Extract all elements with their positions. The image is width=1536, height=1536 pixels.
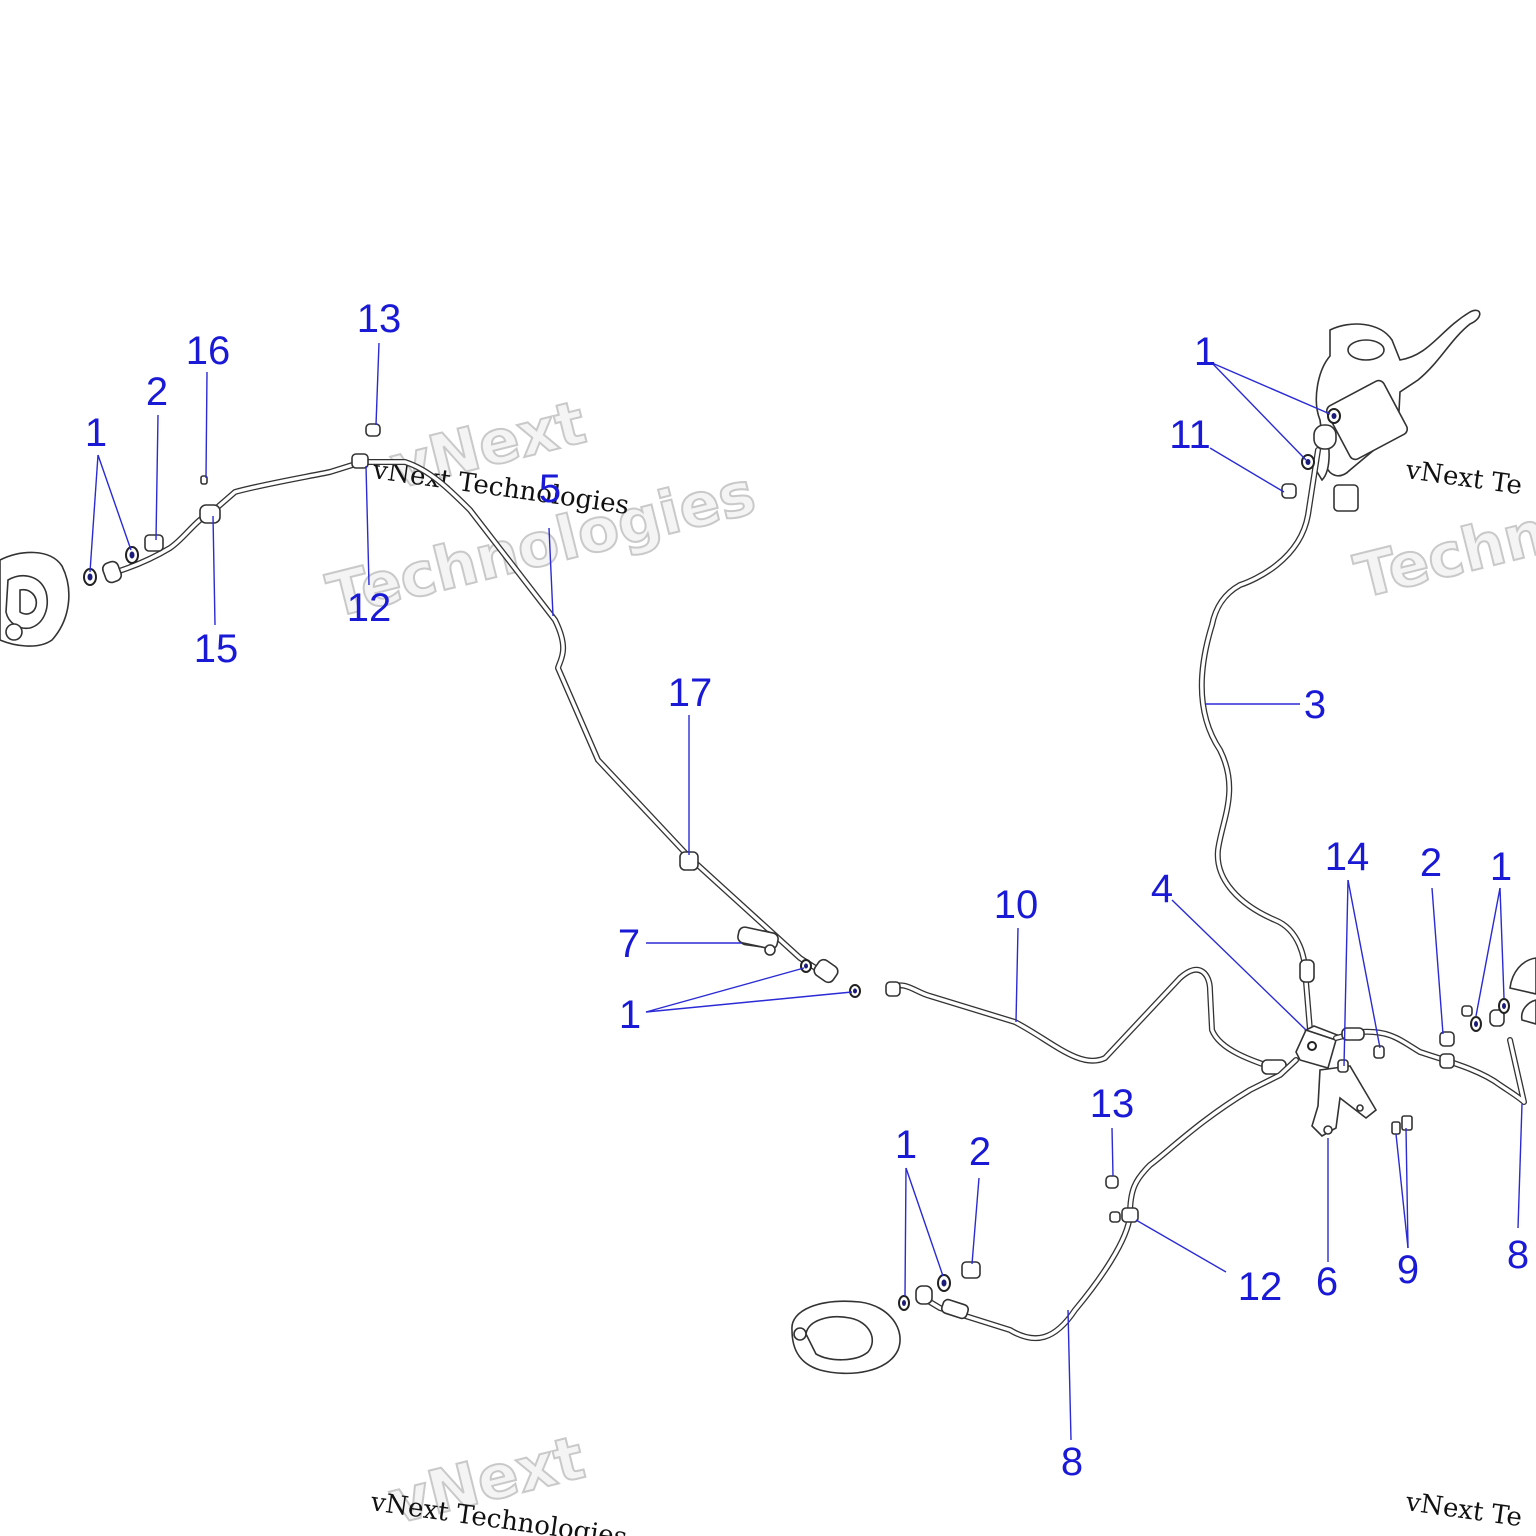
callout-1: 1 [1194, 330, 1216, 374]
callout-1: 1 [1490, 845, 1512, 889]
brake-line-10 [885, 966, 1287, 1075]
brake-line-8-lower [915, 1057, 1299, 1342]
washers-right [1337, 998, 1510, 1073]
callout-12: 12 [347, 586, 392, 630]
washers-lower [898, 1261, 981, 1311]
callout-2: 2 [146, 370, 168, 414]
callout-10: 10 [994, 883, 1039, 927]
callout-14: 14 [1325, 835, 1370, 879]
washers-upper-left [83, 546, 861, 998]
watermark-line-partial: vNext Te [1403, 455, 1524, 501]
brake-caliper-lower [791, 1300, 901, 1375]
callout-6: 6 [1316, 1260, 1338, 1304]
callout-13: 13 [357, 297, 402, 341]
callout-labels: 1 2 16 13 5 12 15 17 7 1 1 11 3 10 4 14 … [85, 297, 1529, 1484]
callout-12: 12 [1238, 1265, 1283, 1309]
watermark-lower-left: vNext vNext Technologies [368, 1422, 629, 1536]
watermark-lower-right: vNext Te [1403, 1487, 1524, 1533]
callout-1: 1 [619, 993, 641, 1037]
callout-1: 1 [895, 1123, 917, 1167]
callout-8: 8 [1507, 1233, 1529, 1277]
callout-2: 2 [969, 1130, 991, 1174]
brake-line-3 [1198, 424, 1337, 1033]
watermark-upper-right: Technologies vNext Te [1347, 438, 1536, 614]
brake-caliper-upper-left [0, 551, 70, 647]
brake-line-8-right [1333, 1009, 1527, 1105]
callout-15: 15 [194, 627, 239, 671]
master-cylinder [1315, 309, 1481, 512]
watermark-line-partial: vNext Te [1403, 1487, 1524, 1533]
callout-8: 8 [1061, 1440, 1083, 1484]
callout-3: 3 [1304, 683, 1326, 727]
brake-line-5 [107, 459, 831, 979]
callout-7: 7 [618, 922, 640, 966]
leader-lines [89, 342, 1523, 1441]
callout-9: 9 [1397, 1248, 1419, 1292]
mounting-bracket [1311, 1065, 1378, 1137]
callout-2: 2 [1420, 841, 1442, 885]
callout-16: 16 [186, 329, 231, 373]
callout-13: 13 [1090, 1082, 1135, 1126]
brake-caliper-right-partial [1509, 957, 1536, 1025]
callout-17: 17 [668, 671, 713, 715]
callout-4: 4 [1151, 867, 1173, 911]
junction-block [1295, 1025, 1342, 1069]
callout-5: 5 [539, 467, 561, 511]
callout-11: 11 [1169, 413, 1211, 457]
bolts-9 [1391, 1115, 1413, 1135]
callout-1: 1 [85, 411, 107, 455]
brake-switch-7 [737, 926, 779, 956]
